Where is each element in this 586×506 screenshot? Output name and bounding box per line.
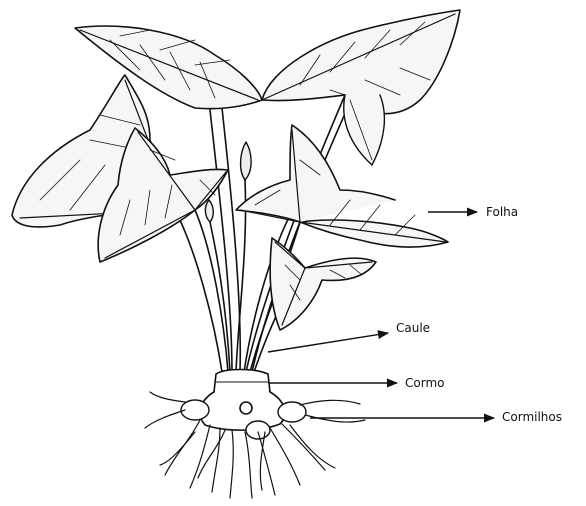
label-cormo: Cormo: [405, 376, 444, 390]
label-cormilhos: Cormilhos: [502, 410, 562, 424]
label-caule: Caule: [396, 321, 430, 335]
leaf-upper-center: [75, 26, 262, 109]
pointer-caule: [268, 333, 388, 352]
leaf-right-middle: [236, 125, 448, 247]
label-folha: Folha: [486, 205, 518, 219]
corm: [200, 370, 285, 431]
petioles: [175, 95, 352, 372]
leaf-lower-right: [270, 238, 376, 330]
